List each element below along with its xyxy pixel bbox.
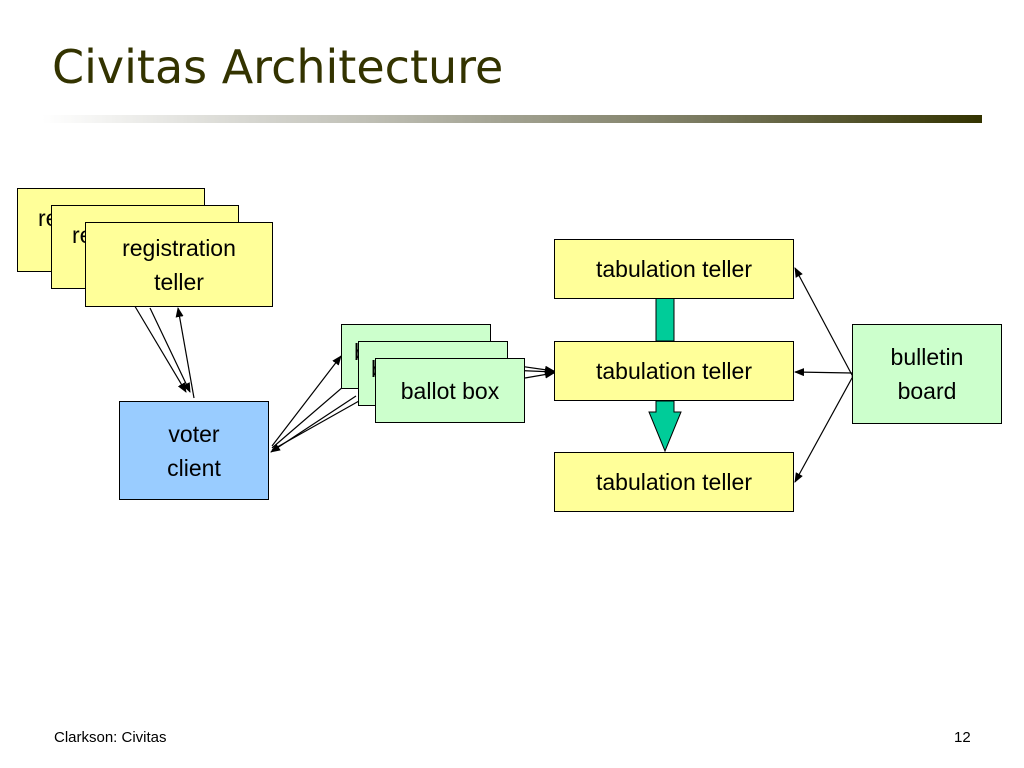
bulletin-board: bulletin board: [852, 324, 1002, 424]
slide-title: Civitas Architecture: [52, 40, 504, 94]
arrow-voter-to-ballot-1: [271, 355, 342, 447]
arrow-ballot-to-tab-3: [524, 370, 555, 379]
tabulation-teller-bottom: tabulation teller: [554, 452, 794, 512]
arrow-voter-to-reg: [175, 307, 195, 399]
voter-client: voter client: [119, 401, 269, 500]
tabulation-teller-middle: tabulation teller: [554, 341, 794, 401]
tabulation-teller-top: tabulation teller: [554, 239, 794, 299]
page-number: 12: [954, 729, 971, 746]
registration-teller: registration teller: [85, 222, 273, 307]
arrow-tab-mid-bulletin: [794, 368, 862, 378]
arrow-reg-to-voter-1: [129, 297, 187, 393]
arrow-reg-to-voter-2: [149, 307, 191, 393]
ballot-box: ballot box: [375, 358, 525, 423]
tabulation-flow-bar: [655, 297, 675, 342]
arrow-ballot-to-voter: [270, 395, 357, 453]
arrow-tab-top-bulletin: [794, 267, 860, 385]
footer-text: Clarkson: Civitas: [54, 729, 167, 746]
tabulation-flow-arrow: [648, 400, 682, 453]
title-divider: [42, 115, 982, 123]
arrow-tab-bottom-bulletin: [794, 368, 860, 483]
